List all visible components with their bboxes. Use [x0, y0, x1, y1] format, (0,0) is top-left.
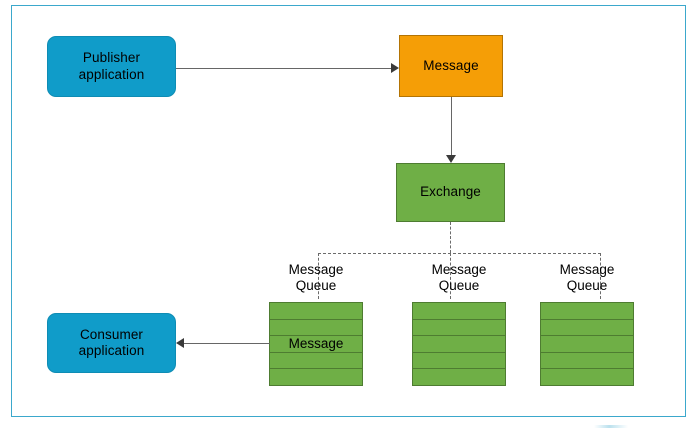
connector-message-to-exchange	[451, 97, 452, 155]
queue-cell	[413, 303, 505, 320]
queue-cell	[413, 320, 505, 337]
connector-exchange-to-bus	[450, 222, 451, 253]
connector-bus-to-queue-2	[450, 253, 451, 299]
queue-cell	[541, 320, 633, 337]
message-queue-2[interactable]	[412, 302, 506, 386]
node-exchange[interactable]: Exchange	[396, 163, 505, 222]
queue-label-3: Message Queue	[559, 262, 615, 293]
node-consumer-application[interactable]: Consumer application	[47, 313, 176, 373]
queue-cell-message: Message	[270, 336, 362, 353]
queue-label-1: Message Queue	[288, 262, 344, 293]
queue-label-2: Message Queue	[431, 262, 487, 293]
arrowhead-message-to-exchange	[446, 155, 456, 163]
queue-cell	[270, 353, 362, 370]
queue-cell	[541, 353, 633, 370]
queue-cell	[270, 320, 362, 337]
node-publisher-application[interactable]: Publisher application	[47, 36, 176, 97]
arrowhead-publisher-to-message	[391, 63, 399, 73]
connector-publisher-to-message	[176, 68, 391, 69]
connector-bus-to-queue-1	[318, 253, 319, 299]
queue-cell	[541, 369, 633, 385]
queue-cell	[413, 369, 505, 385]
message-queue-1[interactable]: Message	[269, 302, 363, 386]
queue-cell	[270, 303, 362, 320]
queue-cell	[541, 336, 633, 353]
frame-artifact	[594, 425, 628, 428]
queue-cell	[413, 353, 505, 370]
queue-cell	[541, 303, 633, 320]
connector-queue-to-consumer	[184, 343, 270, 344]
arrowhead-queue-to-consumer	[176, 338, 184, 348]
connector-bus-to-queue-3	[600, 253, 601, 299]
node-message[interactable]: Message	[399, 35, 503, 97]
queue-cell	[413, 336, 505, 353]
connector-distribution-bus	[318, 253, 601, 254]
message-queue-3[interactable]	[540, 302, 634, 386]
queue-cell	[270, 369, 362, 385]
